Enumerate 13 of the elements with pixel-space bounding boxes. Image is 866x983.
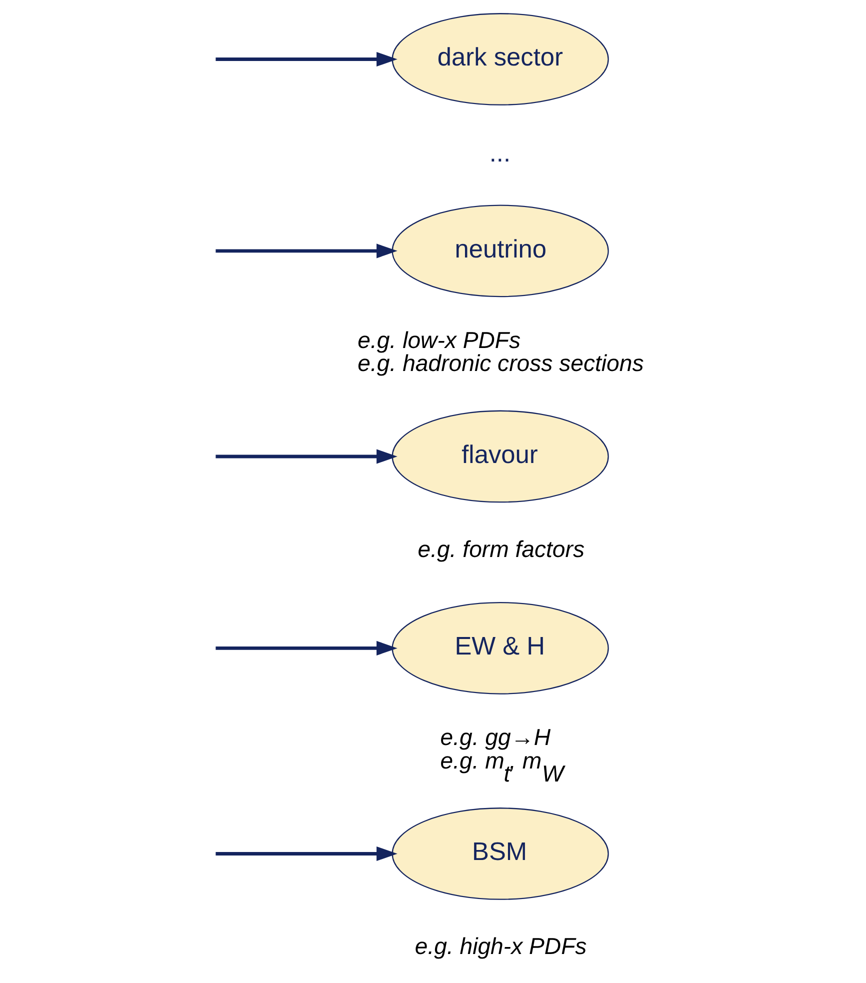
label: ...	[488, 139, 510, 168]
node-ellipse: EW & H	[391, 602, 608, 694]
arrow	[215, 51, 397, 66]
node-label: e.g. high-x PDFs	[414, 932, 586, 959]
node-ellipse: dark sector	[391, 12, 608, 105]
node-ellipse: neutrino	[391, 204, 608, 297]
node-ellipse: flavour	[391, 410, 608, 502]
arrow	[215, 846, 397, 861]
arrow	[215, 243, 397, 258]
node-label: e.g. form factors	[417, 535, 584, 562]
arrow	[215, 448, 397, 464]
arrow	[215, 640, 397, 655]
node-ellipse: BSM	[391, 807, 608, 900]
